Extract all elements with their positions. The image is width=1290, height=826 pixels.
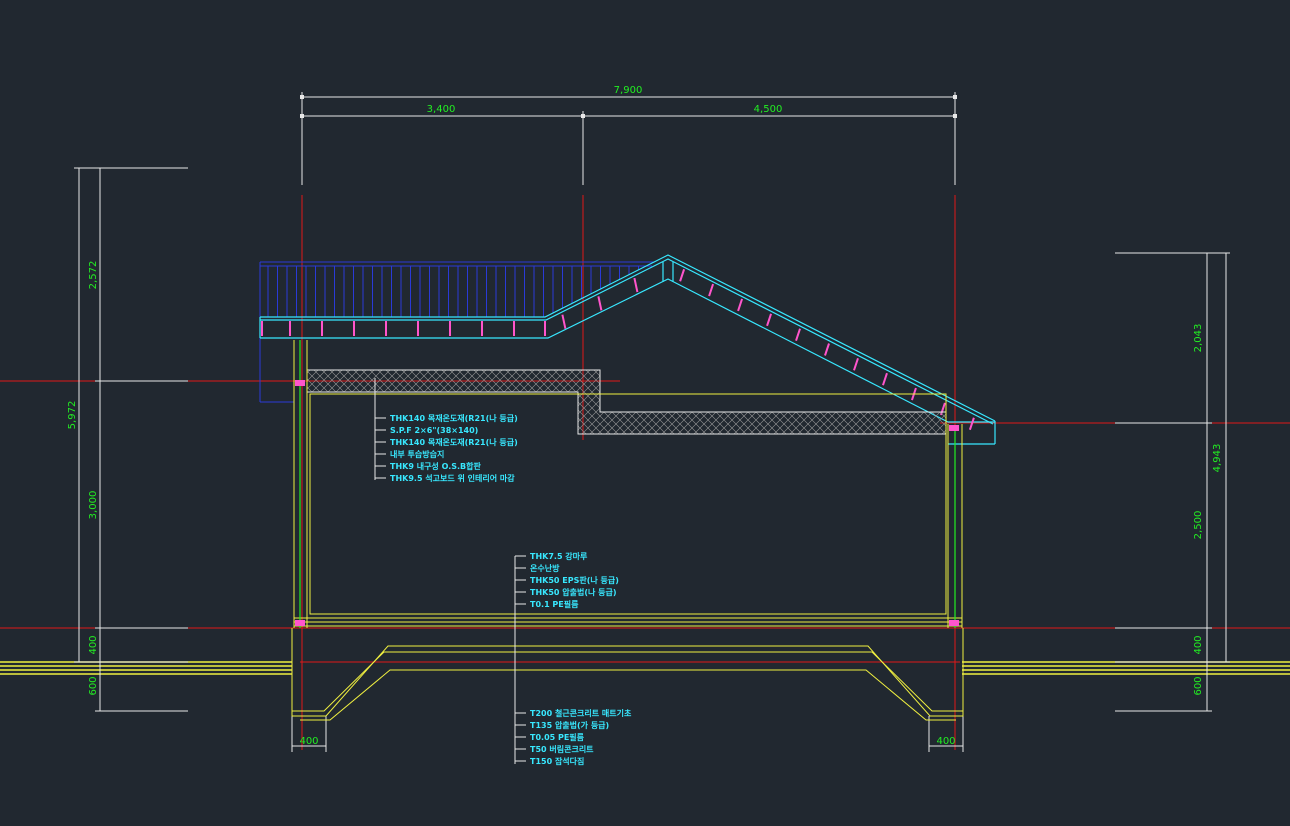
foundation-note: T150 잡석다짐 [530, 756, 584, 766]
wall-note: THK9 내구성 O.S.B합판 [390, 461, 481, 471]
note-leaders [374, 378, 516, 764]
ground-lines [0, 661, 1290, 675]
rafter [824, 343, 830, 356]
rafter [737, 298, 744, 312]
floor-note: THK7.5 강마루 [530, 551, 588, 561]
wall-blocking [295, 380, 959, 626]
dim-right-roof: 2,043 [1193, 324, 1204, 353]
wall-note: S.P.F 2×6"(38×140) [390, 426, 478, 435]
dim-top-overall: 7,900 [614, 85, 643, 96]
dim-right-slab: 400 [1193, 635, 1204, 654]
rafter [968, 417, 975, 431]
foundation-note: T135 압출법(가 등급) [530, 720, 609, 730]
foundation-note: T0.05 PE필름 [530, 732, 585, 742]
dim-footing-right: 400 [936, 736, 955, 747]
dim-left-total: 5,972 [67, 401, 78, 430]
note-ticks [375, 417, 526, 762]
wall-note: 내부 투습방습지 [390, 449, 444, 459]
floor-note: 온수난방 [530, 563, 560, 573]
rafter [766, 313, 772, 327]
foundation-notes: T200 철근콘크리트 매트기초 T135 압출법(가 등급) T0.05 PE… [530, 708, 632, 766]
building-structure [291, 340, 964, 721]
dim-footing-left: 400 [299, 736, 318, 747]
dim-top-left: 3,400 [427, 104, 456, 115]
wall-note: THK140 목재온도재(R21(나 등급) [390, 413, 518, 423]
floor-note: THK50 압출법(나 등급) [530, 587, 617, 597]
dim-right-footing: 600 [1193, 676, 1204, 695]
dim-right-total: 4,943 [1212, 444, 1223, 473]
rafter [882, 372, 888, 386]
rafter [795, 328, 801, 341]
rafter [633, 277, 639, 293]
rafter [708, 283, 715, 297]
dimension-lines [74, 92, 1230, 752]
railing-balusters [267, 266, 639, 317]
floor-note: T0.1 PE필름 [530, 599, 579, 609]
foundation-note: T200 철근콘크리트 매트기초 [530, 708, 632, 718]
dim-top-right: 4,500 [754, 104, 783, 115]
rafter [561, 314, 567, 329]
dim-left-wall: 3,000 [88, 491, 99, 520]
foundation-note: T50 버림콘크리트 [530, 744, 594, 754]
dim-right-wall: 2,500 [1193, 511, 1204, 540]
ceiling-insulation [306, 369, 947, 435]
rafter [679, 268, 686, 282]
wall-note: THK140 목재온도재(R21(나 등급) [390, 437, 518, 447]
wall-green-edge [299, 340, 956, 628]
floor-note: THK50 EPS판(나 등급) [530, 575, 619, 585]
roof-outline [259, 254, 996, 445]
deck-railing [259, 261, 655, 403]
wall-notes: THK140 목재온도재(R21(나 등급) S.P.F 2×6"(38×140… [390, 413, 518, 483]
roof-rafters [261, 268, 975, 431]
dimension-ticks [300, 95, 957, 118]
dim-left-upper: 2,572 [88, 261, 99, 290]
wall-note: THK9.5 석고보드 위 인테리어 마감 [390, 473, 515, 483]
rafter [853, 358, 859, 371]
rafter [597, 296, 603, 311]
floor-notes: THK7.5 강마루 온수난방 THK50 EPS판(나 등급) THK50 압… [530, 551, 619, 609]
dim-left-footing: 600 [88, 676, 99, 695]
dim-left-slab: 400 [88, 635, 99, 654]
